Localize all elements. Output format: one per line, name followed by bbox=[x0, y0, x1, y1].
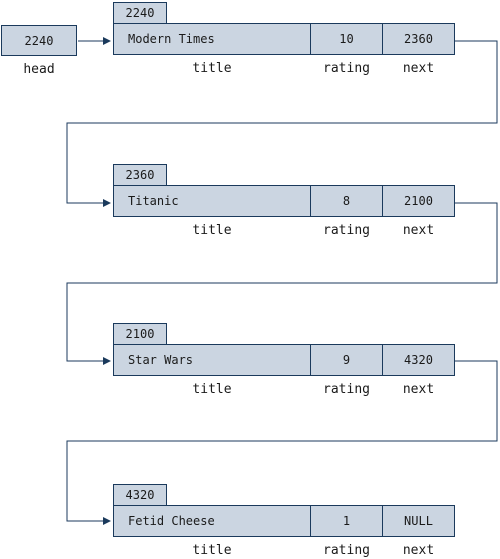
node-rating-field: 10 bbox=[310, 23, 383, 55]
title-label: title bbox=[192, 382, 232, 397]
node-address: 2360 bbox=[113, 164, 167, 186]
node-next-field: 2100 bbox=[382, 185, 455, 217]
head-pointer-value: 2240 bbox=[24, 33, 54, 48]
node-title-field: Titanic bbox=[113, 185, 311, 217]
head-label: head bbox=[23, 62, 55, 77]
node-title-field: Modern Times bbox=[113, 23, 311, 55]
node-rating-field: 1 bbox=[310, 505, 383, 537]
next-label: next bbox=[402, 223, 435, 238]
node-rating-field: 9 bbox=[310, 344, 383, 376]
node-next-field: 2360 bbox=[382, 23, 455, 55]
rating-label: rating bbox=[323, 223, 370, 238]
next-label: next bbox=[402, 61, 435, 76]
node-address: 4320 bbox=[113, 484, 167, 506]
rating-label: rating bbox=[323, 543, 370, 558]
node-title-field: Star Wars bbox=[113, 344, 311, 376]
next-pointer-arrow-3 bbox=[66, 360, 498, 525]
title-label: title bbox=[192, 61, 232, 76]
next-label: next bbox=[402, 543, 435, 558]
next-pointer-arrow-2 bbox=[66, 202, 498, 365]
title-label: title bbox=[192, 543, 232, 558]
node-next-field: NULL bbox=[382, 505, 455, 537]
node-rating-field: 8 bbox=[310, 185, 383, 217]
next-label: next bbox=[402, 382, 435, 397]
node-next-field: 4320 bbox=[382, 344, 455, 376]
rating-label: rating bbox=[323, 61, 370, 76]
node-address: 2100 bbox=[113, 323, 167, 345]
head-pointer-box: 2240 bbox=[1, 25, 77, 56]
rating-label: rating bbox=[323, 382, 370, 397]
node-address: 2240 bbox=[113, 2, 167, 24]
node-title-field: Fetid Cheese bbox=[113, 505, 311, 537]
next-pointer-arrow-1 bbox=[66, 40, 498, 207]
title-label: title bbox=[192, 223, 232, 238]
